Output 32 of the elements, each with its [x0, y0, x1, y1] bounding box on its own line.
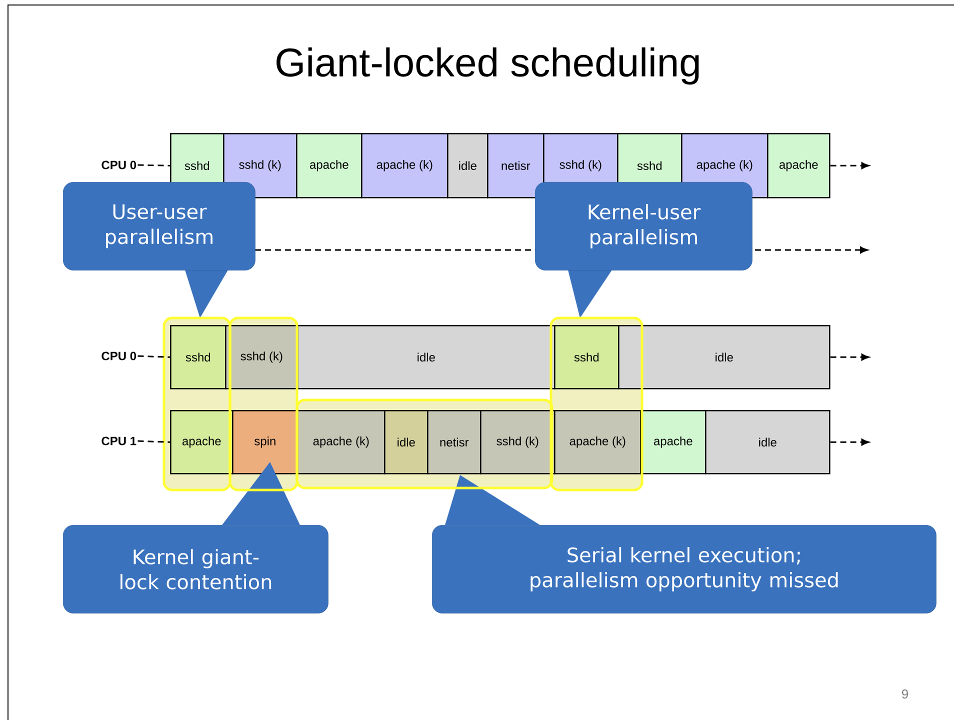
- callout-box: Kernel giant-lock contention: [63, 462, 328, 614]
- cpu-label: CPU 0: [102, 352, 136, 360]
- cpu-label: CPU 1: [102, 436, 136, 446]
- timeline-segment: apache: [767, 133, 830, 198]
- timeline-segment: idle: [447, 133, 488, 198]
- timeline-segment: apache (k): [297, 410, 386, 474]
- timeline-segment: apache (k): [554, 410, 642, 474]
- timeline-segment: idle: [384, 410, 428, 474]
- timeline-segment: sshd (k): [480, 410, 556, 474]
- callout-box: Kernel-user parallelism: [535, 182, 752, 318]
- timeline-segment: netisr: [427, 410, 482, 474]
- label: 9: [902, 689, 908, 699]
- timeline-segment: sshd (k): [223, 133, 298, 198]
- diagram-title: Giant-locked scheduling: [276, 47, 699, 85]
- cpu-label: CPU 0: [102, 160, 136, 170]
- timeline-segment: sshd (k): [225, 325, 298, 390]
- arrow: [830, 438, 870, 446]
- timeline-segment: apache: [640, 410, 706, 474]
- timeline-segment: apache: [296, 133, 362, 198]
- timeline-segment: spin: [232, 410, 298, 474]
- callout-box: User-user parallelism: [63, 182, 256, 318]
- timeline-segment: sshd: [554, 325, 620, 390]
- timeline-segment: apache (k): [361, 133, 448, 198]
- arrow: [830, 162, 870, 170]
- arrow: [830, 354, 870, 361]
- timeline-segment: idle: [297, 325, 556, 390]
- timeline-segment: idle: [705, 410, 830, 474]
- timeline-segment: apache: [170, 410, 234, 474]
- callout-box: Serial kernel execution; parallelism opportunity missed: [432, 475, 936, 614]
- timeline-segment: netisr: [487, 133, 544, 198]
- timeline-segment: idle: [618, 325, 830, 390]
- timeline-segment: sshd: [170, 325, 226, 390]
